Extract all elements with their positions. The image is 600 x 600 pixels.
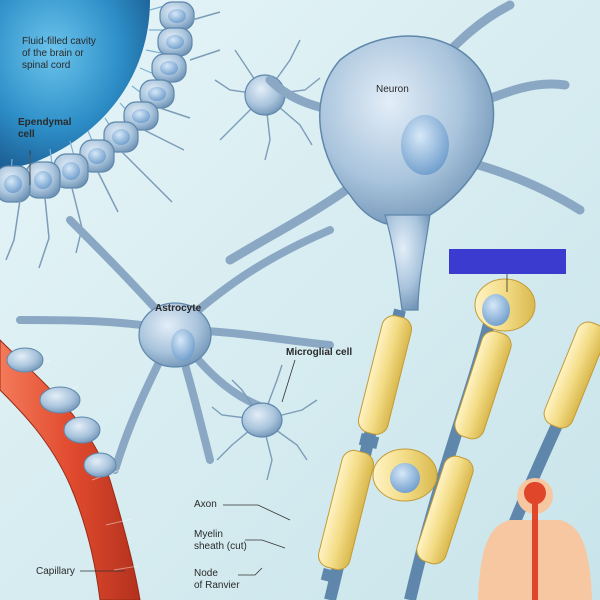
capillary-vessel (0, 339, 141, 600)
astrocyte-cell (16, 216, 334, 474)
label-neuron: Neuron (376, 84, 409, 95)
label-microglial-cell: Microglial cell (286, 347, 353, 358)
fluid-cavity (0, 0, 150, 170)
label-astrocyte: Astrocyte (155, 303, 202, 314)
human-figure-inset (478, 478, 592, 600)
label-myelin-sheath: Myelin sheath (cut) (194, 529, 247, 552)
label-node-of-ranvier: Node of Ranvier (194, 568, 240, 591)
neuron-body (225, 0, 585, 311)
leader-lines (29, 150, 508, 576)
ependymal-nuclei (4, 9, 186, 193)
label-ependymal-cell: Ependymal cell (18, 117, 72, 140)
microglial-cell (211, 364, 318, 481)
myelinated-axons (318, 278, 600, 600)
hidden-label-box (449, 249, 566, 274)
label-fluid-cavity: Fluid-filled cavity of the brain or spin… (22, 36, 96, 71)
label-capillary: Capillary (36, 566, 75, 577)
label-axon: Axon (194, 499, 217, 510)
